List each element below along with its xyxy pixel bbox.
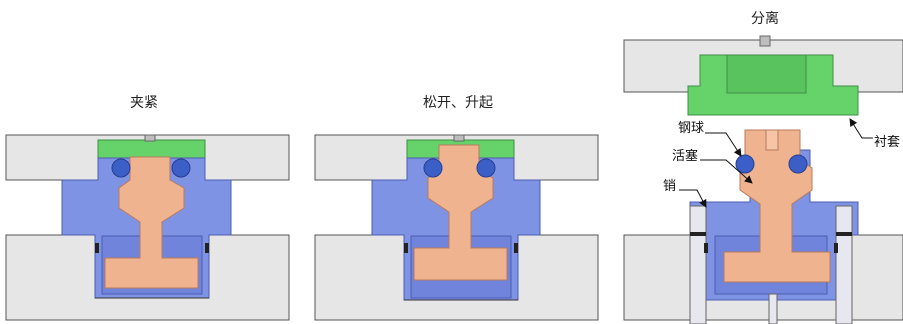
callout-line-piston: [700, 159, 753, 184]
top-stem: [453, 134, 465, 142]
liner-inner: [726, 54, 807, 94]
panel-release: [314, 134, 599, 321]
panel-separate: [623, 35, 903, 324]
label-piston: 活塞: [672, 149, 699, 164]
seal-right: [205, 243, 209, 253]
callout-line-pin: [679, 189, 707, 208]
panel-title-separate: 分离: [751, 11, 779, 27]
pin-right: [835, 205, 853, 324]
ball-left: [735, 154, 755, 174]
seal-left: [95, 243, 99, 253]
label-ball: 钢球: [678, 121, 705, 136]
seal-left: [704, 243, 708, 253]
seal-left: [404, 243, 408, 253]
seal-top-left: [690, 232, 706, 236]
callout-line-liner: [849, 118, 873, 139]
seal-right: [514, 243, 518, 253]
pin-left: [689, 205, 707, 324]
ball-left: [423, 158, 443, 178]
center-pin: [768, 293, 778, 324]
ball-left: [111, 158, 131, 178]
label-liner: 衬套: [874, 135, 901, 150]
ball-right: [788, 154, 808, 174]
top-stem: [144, 134, 156, 142]
seal-right: [834, 243, 838, 253]
seal-top-right: [836, 232, 852, 236]
panel-title-clamp: 夹紧: [130, 95, 158, 111]
piston: [104, 156, 199, 289]
callout-line-ball: [705, 132, 742, 157]
ball-right: [171, 158, 191, 178]
label-pin: 销: [663, 179, 677, 194]
panel-clamp: [5, 134, 290, 321]
upper-stem: [759, 35, 771, 47]
ball-right: [476, 158, 496, 178]
panel-title-release: 松开、升起: [423, 95, 493, 111]
piston-slot: [765, 129, 779, 151]
